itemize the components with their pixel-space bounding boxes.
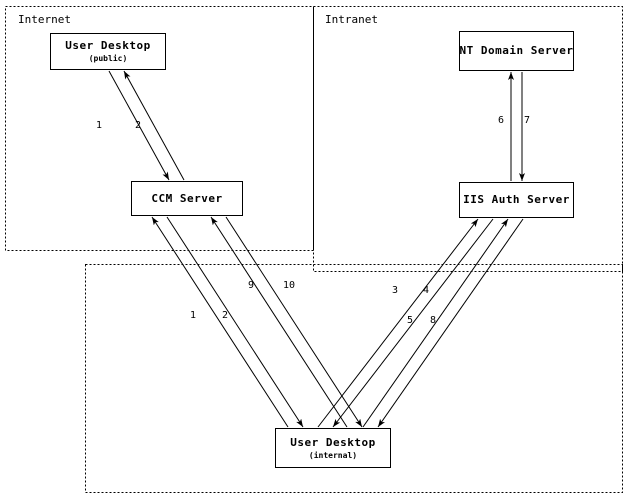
node-iis-auth-server[interactable]: IIS Auth Server (459, 182, 574, 218)
flow-label-flow-5: 5 (407, 315, 414, 326)
node-title-ccm-server: CCM Server (151, 191, 223, 205)
node-title-nt-domain-server: NT Domain Server (459, 44, 574, 57)
node-subtitle-user-desktop-public: (public) (88, 54, 128, 63)
flow-line-flow-5 (362, 218, 509, 428)
node-title-user-desktop-public: User Desktop (65, 39, 151, 52)
node-subtitle-user-desktop-internal: (internal) (308, 450, 358, 460)
flow-label-flow-10: 10 (283, 280, 296, 291)
flow-arrows (108, 70, 525, 428)
flow-line-flow-3 (317, 218, 479, 428)
node-title-iis-auth-server: IIS Auth Server (463, 193, 570, 206)
flow-line-flow-10 (225, 216, 363, 428)
zone-label-intranet: Intranet (325, 13, 378, 26)
flow-label-flow-3: 3 (392, 285, 399, 296)
zone-boundary-intranet (313, 6, 623, 272)
flow-line-flow-2-internal (166, 216, 304, 428)
node-title-user-desktop-internal: User Desktop (290, 435, 376, 449)
flow-label-flow-8: 8 (430, 315, 437, 326)
node-nt-domain-server[interactable]: NT Domain Server (459, 31, 574, 71)
node-ccm-server[interactable]: CCM Server (131, 181, 243, 216)
flow-line-flow-1-internal (151, 216, 289, 428)
flow-label-flow-2-internal: 2 (222, 310, 229, 321)
flow-line-flow-1-public (108, 70, 170, 181)
flow-line-flow-8 (377, 218, 524, 428)
flow-label-flow-4: 4 (423, 285, 430, 296)
flow-line-flow-4 (332, 218, 494, 428)
flow-line-flow-2-public (123, 70, 185, 181)
node-user-desktop-public[interactable]: User Desktop (public) (50, 33, 166, 70)
node-user-desktop-internal[interactable]: User Desktop(internal) (275, 428, 391, 468)
flow-label-flow-1-internal: 1 (190, 310, 197, 321)
zone-boundary-internal (85, 264, 623, 493)
flow-label-flow-7: 7 (524, 115, 531, 126)
flow-label-flow-6: 6 (498, 115, 505, 126)
flow-line-flow-9 (210, 216, 348, 428)
zone-boundaries (5, 6, 623, 493)
flow-label-flow-2-public: 2 (135, 120, 142, 131)
flow-label-flow-9: 9 (248, 280, 255, 291)
flow-label-flow-1-public: 1 (96, 120, 103, 131)
zone-label-internet: Internet (18, 13, 71, 26)
